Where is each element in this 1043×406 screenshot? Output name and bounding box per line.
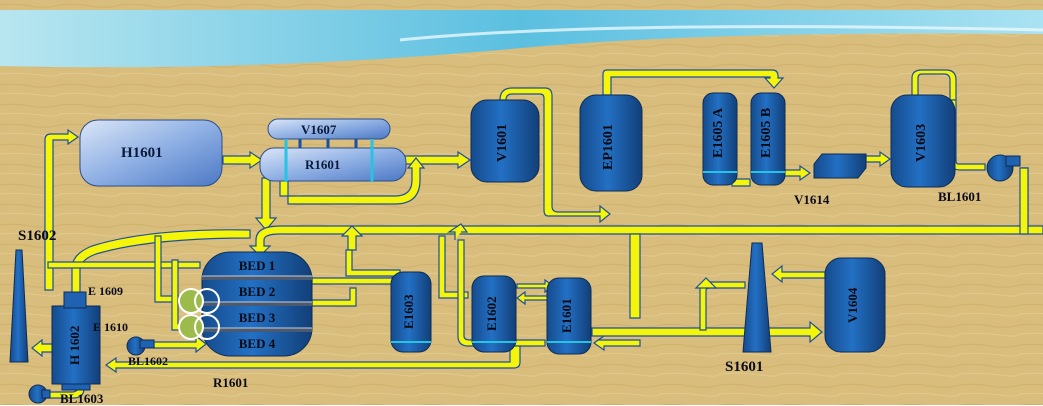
label-e1610: E 1610 — [93, 320, 129, 334]
vessel-v1601 — [470, 99, 540, 183]
exchanger-e1602 — [471, 275, 517, 353]
exchanger-e1601 — [546, 277, 592, 355]
stack-s1602 — [9, 249, 29, 363]
sky-banner — [0, 10, 1043, 68]
label-h1602: H 1602 — [67, 325, 82, 365]
label-e1605a: E1605 A — [711, 107, 726, 159]
label-e1609: E 1609 — [88, 284, 124, 298]
exchanger-e1610 — [178, 314, 220, 340]
label-v1607: V1607 — [301, 122, 337, 137]
vessel-ep1601 — [579, 94, 643, 192]
heater-h1601 — [79, 119, 223, 187]
label-s1602: S1602 — [18, 228, 57, 244]
vessel-v1614 — [813, 153, 867, 179]
label-r1601-bottom: R1601 — [213, 375, 249, 390]
reactor-bed-1: BED 1 — [238, 258, 276, 273]
reactor-bed-2: BED 2 — [238, 284, 276, 299]
reactor-r1601-beds — [201, 251, 313, 357]
blower-bl1602 — [126, 336, 155, 356]
blower-bl1603 — [28, 384, 51, 404]
label-v1601: V1601 — [495, 123, 510, 163]
heater-h1602 — [51, 291, 101, 391]
label-ep1601: EP1601 — [601, 124, 616, 170]
exchanger-e1609 — [178, 288, 220, 314]
vessel-v1603 — [890, 94, 956, 188]
label-r1601-top: R1601 — [305, 157, 341, 172]
label-bl1601: BL1601 — [938, 189, 982, 204]
reactor-bed-4: BED 4 — [238, 336, 276, 351]
exchanger-e1605b — [750, 92, 786, 186]
stack-s1601 — [742, 242, 772, 353]
label-v1614: V1614 — [794, 192, 830, 207]
vessel-v1604 — [824, 257, 886, 353]
reactor-bed-3: BED 3 — [238, 310, 276, 325]
label-e1602: E1602 — [484, 296, 499, 332]
label-h1601: H1601 — [121, 145, 163, 161]
reactor-r1601-top — [259, 147, 407, 182]
exchanger-e1603 — [390, 271, 432, 353]
label-e1603: E1603 — [401, 294, 416, 330]
exchanger-e1605a — [702, 92, 738, 186]
label-v1604: V1604 — [845, 287, 860, 323]
blower-bl1601 — [986, 154, 1021, 182]
label-bl1603: BL1603 — [60, 391, 104, 406]
label-bl1602: BL1602 — [128, 354, 169, 368]
label-e1605b: E1605 B — [759, 107, 774, 159]
label-v1603: V1603 — [914, 123, 929, 163]
label-e1601: E1601 — [559, 298, 574, 334]
label-s1601: S1601 — [725, 359, 764, 375]
